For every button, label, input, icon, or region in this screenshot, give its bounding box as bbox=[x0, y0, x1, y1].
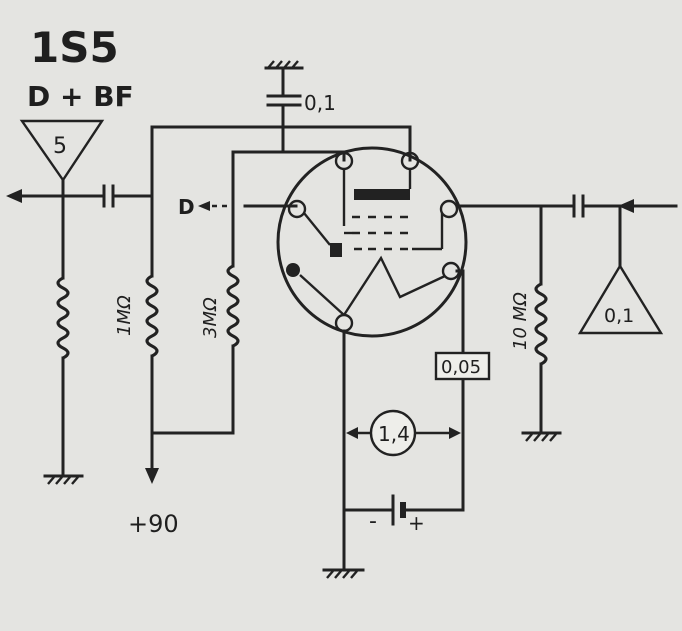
ground-top-icon bbox=[267, 60, 299, 69]
output-stage-triangle bbox=[577, 263, 664, 335]
tube-filament bbox=[342, 255, 446, 316]
tube-diode-plate bbox=[330, 243, 342, 257]
top-capacitor-label: 0,1 bbox=[304, 91, 336, 115]
ground-bottom-icon bbox=[326, 570, 358, 579]
right-arrow-icon bbox=[618, 199, 634, 213]
tube-type-label: 1S5 bbox=[30, 23, 119, 72]
detector-output-label: D bbox=[178, 195, 195, 219]
battery-minus-label: - bbox=[369, 509, 377, 534]
tube-filament-left bbox=[299, 274, 345, 316]
r-out-label: 10 MΩ bbox=[510, 292, 531, 350]
input-resistor bbox=[56, 276, 70, 360]
left-arrow-icon bbox=[6, 189, 22, 203]
tube-diode-lead bbox=[303, 212, 331, 246]
r-out-resistor bbox=[534, 282, 548, 366]
tube-key-dot bbox=[286, 263, 300, 277]
input-stage-triangle bbox=[19, 119, 105, 183]
tube-pin-diode bbox=[287, 199, 307, 219]
ground-right-icon bbox=[525, 433, 557, 442]
input-stage-label: 5 bbox=[53, 134, 67, 159]
r-plate-resistor bbox=[226, 264, 240, 348]
r-plate-label: 3MΩ bbox=[200, 297, 221, 338]
tube-pin-filament-a bbox=[334, 313, 354, 333]
filament-voltage-label: 1,4 bbox=[378, 422, 410, 446]
filament-resistor-label: 0,05 bbox=[441, 357, 481, 378]
tube-plate-element bbox=[354, 189, 410, 200]
supply-label: +90 bbox=[128, 510, 179, 538]
r-grid-resistor bbox=[145, 274, 159, 358]
tube-envelope bbox=[276, 146, 468, 338]
tube-function-label: D + BF bbox=[27, 80, 134, 113]
tube-pin-plate bbox=[439, 199, 459, 219]
r-grid-label: 1MΩ bbox=[114, 295, 135, 336]
output-stage-label: 0,1 bbox=[604, 305, 634, 327]
ground-left-icon bbox=[47, 476, 79, 485]
voltmeter-arrow-left-icon bbox=[346, 427, 358, 439]
battery-plus-label: + bbox=[408, 511, 425, 535]
supply-arrow-icon bbox=[145, 468, 159, 484]
detector-arrow-icon bbox=[198, 201, 210, 211]
voltmeter-arrow-right-icon bbox=[449, 427, 461, 439]
